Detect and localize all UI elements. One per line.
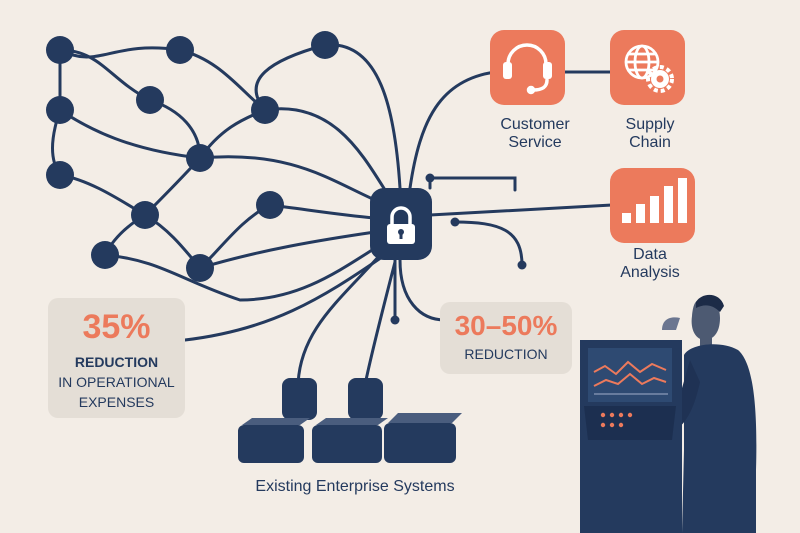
app-tile-data-analysis [610, 168, 695, 243]
network-node [46, 161, 74, 189]
stat-caption-line: EXPENSES [78, 394, 155, 410]
lock-icon [387, 206, 415, 244]
network-junction [517, 260, 527, 270]
app-tile-customer-service [490, 30, 565, 105]
stat-box-reduction: 30–50% REDUCTION [440, 302, 572, 374]
server-block [238, 418, 310, 463]
businessman-at-terminal-icon [580, 294, 757, 533]
network-node [91, 241, 119, 269]
keypad-lights [600, 412, 633, 428]
network-node [251, 96, 279, 124]
app-label-line: Service [508, 134, 562, 152]
network-junction [390, 315, 400, 325]
stat-caption-line: IN OPERATIONAL [58, 374, 175, 390]
stat-caption-line: REDUCTION [74, 354, 159, 370]
secure-hub [370, 188, 432, 260]
stat-caption-line: REDUCTION [464, 346, 548, 362]
server-block [312, 418, 388, 463]
app-label-line: Data [633, 246, 667, 263]
monitor-chart [593, 360, 668, 395]
network-junction [450, 217, 460, 227]
app-label-customer-service: Customer Service [475, 116, 595, 153]
connector-block [282, 378, 317, 420]
app-label-line: Customer [500, 116, 570, 133]
legacy-systems [238, 378, 462, 463]
network-node [256, 191, 284, 219]
network-node [186, 254, 214, 282]
app-label-data-analysis: Data Analysis [595, 246, 705, 283]
connector-block [348, 378, 383, 420]
network-nodes [46, 31, 527, 325]
app-label-line: Analysis [620, 264, 680, 282]
network-node [311, 31, 339, 59]
server-block [384, 413, 462, 463]
network-junction [425, 173, 435, 183]
app-label-line: Chain [629, 134, 671, 152]
network-node [46, 36, 74, 64]
stat-value: 30–50% [454, 310, 558, 341]
network-node [136, 86, 164, 114]
headset-icon [503, 43, 552, 95]
bar-chart-icon [622, 178, 687, 223]
app-tile-supply-chain [610, 30, 685, 105]
globe-gear-icon [624, 44, 674, 93]
app-label-line: Supply [625, 116, 675, 133]
enterprise-systems-label: Existing Enterprise Systems [255, 478, 455, 495]
app-label-supply-chain: Supply Chain [595, 116, 705, 153]
network-node [186, 144, 214, 172]
network-node [166, 36, 194, 64]
network-node [131, 201, 159, 229]
network-node [46, 96, 74, 124]
stat-value: 35% [82, 308, 151, 346]
stat-box-operational-expenses: 35% REDUCTION IN OPERATIONAL EXPENSES [48, 298, 185, 418]
